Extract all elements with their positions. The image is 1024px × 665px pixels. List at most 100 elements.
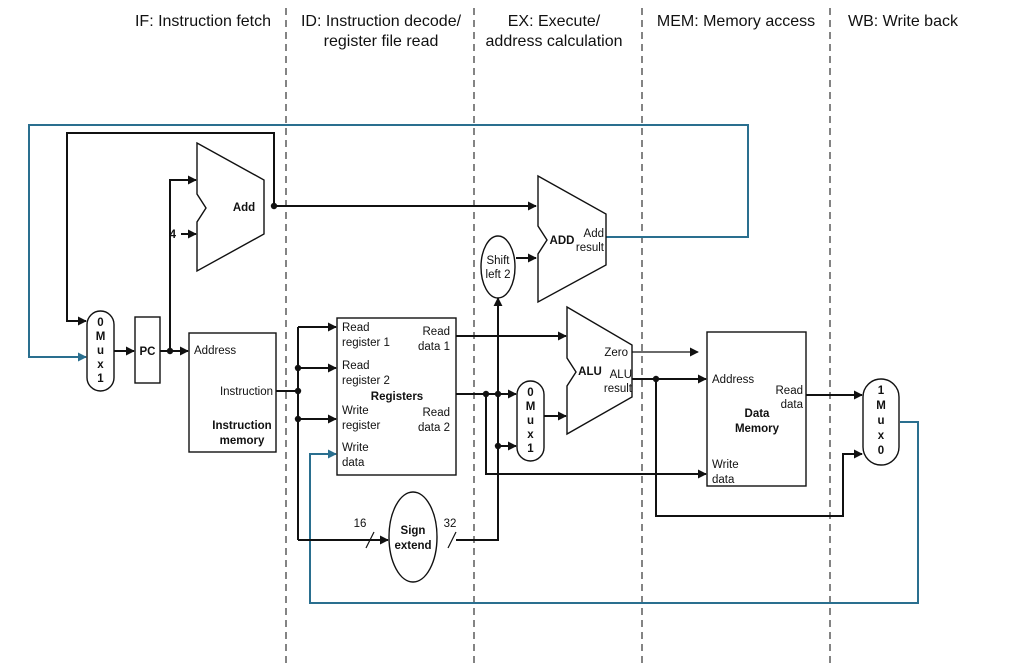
stage-if-title: IF: Instruction fetch [135, 13, 271, 30]
pc-plus4-to-mux-wire [66, 132, 275, 326]
alu-source-mux-label-m: M [526, 401, 536, 413]
junction-dot [652, 375, 660, 383]
alu-result-label-line2: result [604, 383, 633, 395]
pc-source-mux-label-m: M [96, 331, 106, 343]
junction-dot [294, 415, 302, 423]
junction-dot [166, 347, 174, 355]
pc-to-adder-wire [169, 175, 197, 351]
read-register2-label-line2: register 2 [342, 375, 390, 387]
alu-source-mux-label-x: x [527, 429, 534, 441]
junction-dot [482, 390, 490, 398]
const-four-label: 4 [170, 229, 177, 241]
sign-extend-label-line1: Sign [401, 525, 426, 537]
branch-adder-shape [537, 174, 607, 304]
junction-dot [294, 387, 302, 395]
register-file-shape [336, 317, 457, 476]
stage-id-title-line2: register file read [324, 33, 439, 50]
alu-source-mux-shape [516, 380, 545, 462]
read-register1-label-line1: Read [342, 322, 370, 334]
pc-source-mux-label-0: 0 [97, 317, 103, 329]
stage-mem-title: MEM: Memory access [657, 13, 815, 30]
dmem-read-data-label-line2: data [781, 399, 804, 411]
pc-source-mux-label-x: x [97, 359, 104, 371]
writeback-mux-label-m: M [876, 400, 886, 412]
imem-instruction-label: Instruction [220, 386, 273, 398]
write-register-label-line2: register [342, 420, 381, 432]
stage-wb-title: WB: Write back [848, 13, 959, 30]
junction-dot [294, 364, 302, 372]
alu-result-to-wb-mux-wire [655, 379, 863, 517]
pc-adder-label: Add [233, 202, 255, 214]
dmem-title-line1: Data [745, 408, 771, 420]
data-memory-shape [706, 331, 807, 487]
alu-label: ALU [578, 366, 602, 378]
stage-titles: IF: Instruction fetch ID: Instruction de… [135, 13, 959, 50]
writeback-mux-label-u: u [877, 415, 884, 427]
alu-source-mux: 0 M u x 1 [516, 380, 545, 462]
instruction-memory-shape [188, 332, 277, 453]
alu-source-mux-label-0: 0 [527, 387, 533, 399]
bit-width-tick-16 [365, 531, 375, 549]
wires [28, 124, 919, 604]
dmem-title-line2: Memory [735, 423, 780, 435]
pc-source-mux-label-u: u [97, 345, 104, 357]
shift-left-label-line2: left 2 [486, 269, 511, 281]
pc-source-mux-shape [86, 310, 115, 392]
branch-target-wire [28, 124, 749, 362]
stage-ex-title-line2: address calculation [486, 33, 623, 50]
sign-extend-to-shift-wire [456, 297, 503, 541]
stage-id-title-line1: ID: Instruction decode/ [301, 13, 462, 30]
add-result-label-line2: result [576, 242, 605, 254]
writeback-wire [309, 421, 919, 604]
branch-adder: ADD Add result [537, 174, 607, 304]
shift-left-unit: Shift left 2 [480, 235, 516, 299]
dmem-address-label: Address [712, 374, 754, 386]
register-file-title: Registers [371, 391, 423, 403]
bit-width-tick-32 [447, 531, 457, 549]
branch-adder-label: ADD [550, 235, 575, 247]
pc-source-mux-label-1: 1 [97, 373, 104, 385]
read-data2-label-line1: Read [423, 407, 451, 419]
write-register-label-line1: Write [342, 405, 369, 417]
bit-width-label-16: 16 [354, 518, 367, 530]
imem-title-line2: memory [220, 435, 265, 447]
read-data2-to-dmem-wire [485, 394, 707, 479]
alu-source-mux-label-1: 1 [527, 443, 534, 455]
read-register2-label-line1: Read [342, 360, 370, 372]
pc-adder: Add [196, 141, 265, 273]
writeback-mux: 1 M u x 0 [862, 378, 900, 466]
imem-title-line1: Instruction [212, 420, 271, 432]
reg-write-data-label-line1: Write [342, 442, 369, 454]
dmem-read-data-label-line1: Read [776, 385, 804, 397]
writeback-mux-label-x: x [878, 430, 885, 442]
dmem-write-data-label-line1: Write [712, 459, 739, 471]
junction-dot [494, 390, 502, 398]
alu-result-label-line1: ALU [610, 369, 632, 381]
read-data1-label-line1: Read [423, 326, 451, 338]
read-data2-label-line2: data 2 [418, 422, 450, 434]
program-counter-shape [134, 316, 161, 384]
junction-dot [270, 202, 278, 210]
instruction-memory: Address Instruction Instruction memory [188, 332, 277, 453]
read-data1-label-line2: data 1 [418, 341, 450, 353]
pc-source-mux: 0 M u x 1 [86, 310, 115, 392]
reg-write-data-label-line2: data [342, 457, 365, 469]
writeback-mux-shape [862, 378, 900, 466]
program-counter: PC [134, 316, 161, 384]
sign-extend-unit: Sign extend [388, 491, 438, 583]
sign-extend-label-line2: extend [394, 540, 431, 552]
add-result-label-line1: Add [584, 228, 604, 240]
register-file: Read register 1 Read register 2 Write re… [336, 317, 457, 476]
alu-source-mux-label-u: u [527, 415, 534, 427]
program-counter-label: PC [140, 346, 156, 358]
stage-ex-title-line1: EX: Execute/ [508, 13, 601, 30]
alu: ALU Zero ALU result [566, 305, 633, 436]
writeback-mux-label-1: 1 [878, 385, 885, 397]
alu-zero-label: Zero [604, 347, 628, 359]
writeback-mux-label-0: 0 [878, 445, 884, 457]
pc-adder-shape [196, 141, 265, 273]
alu-shape [566, 305, 633, 436]
shift-left-label-line1: Shift [486, 255, 510, 267]
imem-address-label: Address [194, 345, 236, 357]
